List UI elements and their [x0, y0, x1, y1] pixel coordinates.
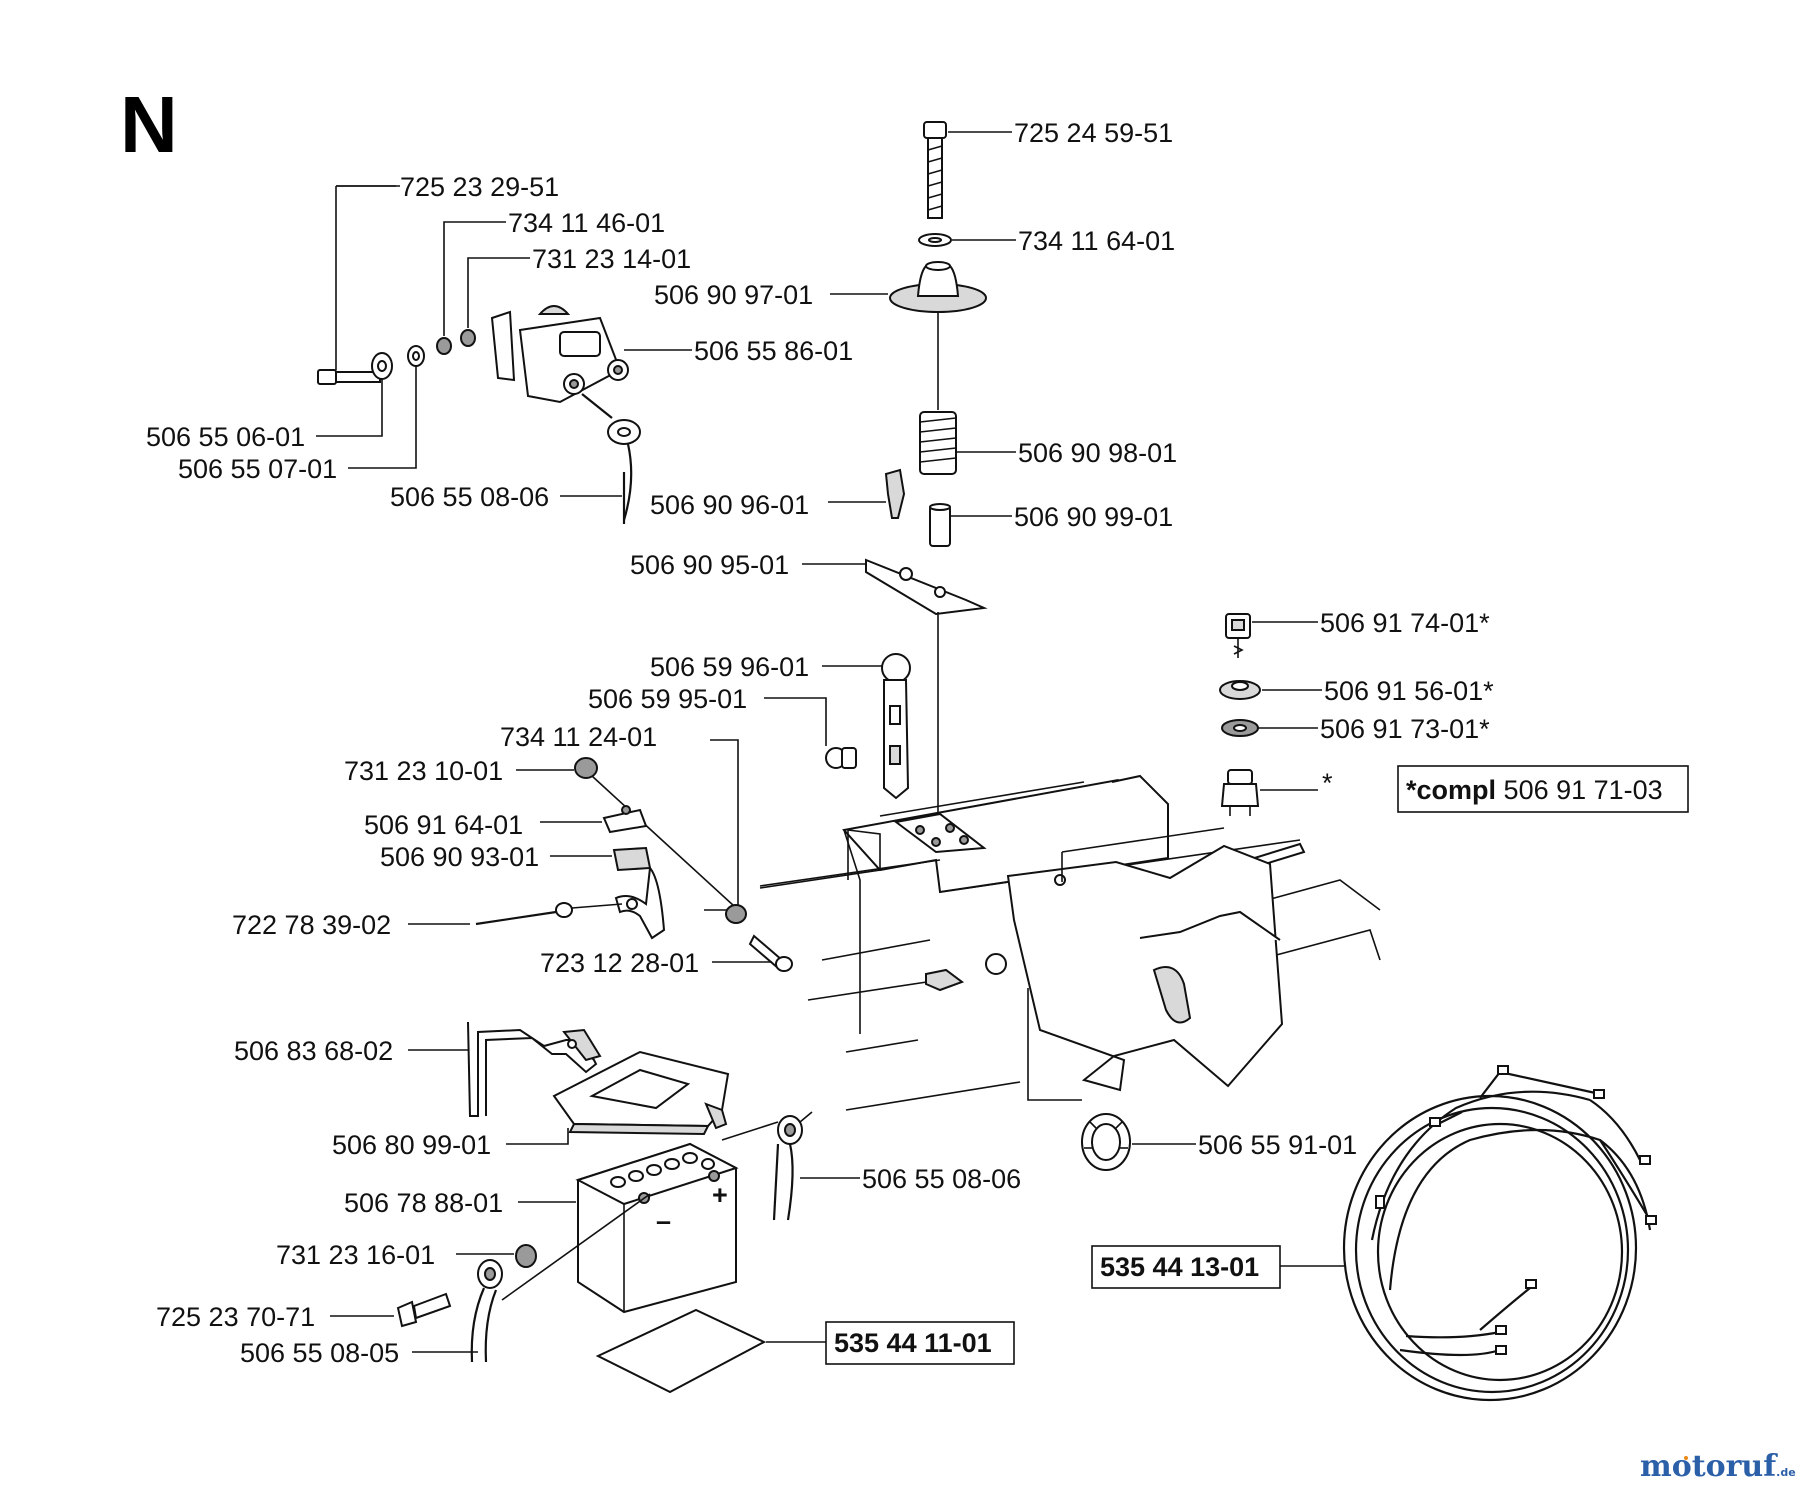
- label-506-55-08-05: 506 55 08-05: [240, 1338, 399, 1368]
- label-506-90-95-01: 506 90 95-01: [630, 550, 789, 580]
- watermark: motoruf.de: [1640, 1449, 1796, 1484]
- lever-knob: [825, 747, 857, 769]
- ignition-switch: [1220, 769, 1260, 816]
- battery: – +: [575, 1142, 739, 1314]
- battery-minus: –: [656, 1206, 671, 1236]
- label-731-23-14-01: 731 23 14-01: [532, 244, 691, 274]
- shift-boot: [889, 261, 987, 313]
- label-723-12-28-01: 723 12 28-01: [540, 948, 699, 978]
- label-725-23-29-51: 725 23 29-51: [400, 172, 559, 202]
- label-722-78-39-02: 722 78 39-02: [232, 910, 391, 940]
- shift-spring: [919, 411, 957, 475]
- label-506-55-86-01: 506 55 86-01: [694, 336, 853, 366]
- label-506-90-98-01: 506 90 98-01: [1018, 438, 1177, 468]
- battery-pad: [595, 1308, 767, 1394]
- label-506-90-93-01: 506 90 93-01: [380, 842, 539, 872]
- label-725-24-59-51: 725 24 59-51: [1014, 118, 1173, 148]
- label-535-44-11-01: 535 44 11-01: [834, 1328, 992, 1358]
- label-506-91-56-01: 506 91 56-01*: [1324, 676, 1494, 706]
- solenoid-nut-1: [436, 337, 452, 355]
- shift-bolt: [923, 121, 947, 219]
- compl-prefix: *compl: [1406, 775, 1496, 805]
- label-506-59-95-01: 506 59 95-01: [588, 684, 747, 714]
- solenoid-cable-top: [581, 393, 641, 524]
- battery-cable-plus: [721, 1111, 813, 1221]
- label-731-23-16-01: 731 23 16-01: [276, 1240, 435, 1270]
- label-506-80-99-01: 506 80 99-01: [332, 1130, 491, 1160]
- compl-box: [1397, 765, 1689, 813]
- harness-box: [1091, 1245, 1281, 1289]
- ignition-nut: [1221, 719, 1259, 737]
- compl-number: 506 91 71-03: [1504, 775, 1663, 805]
- chassis: [759, 774, 1381, 1111]
- label-506-83-68-02: 506 83 68-02: [234, 1036, 393, 1066]
- label-506-55-07-01: 506 55 07-01: [178, 454, 337, 484]
- battery-cover: [552, 1050, 730, 1136]
- solenoid-washer-2: [407, 345, 425, 367]
- watermark-suffix: .de: [1776, 1466, 1796, 1479]
- wiring-harness: [1342, 1065, 1657, 1402]
- label-506-55-08-06-top: 506 55 08-06: [390, 482, 549, 512]
- battery-bolt: [396, 1292, 452, 1328]
- shift-bushing: [929, 503, 951, 547]
- watermark-dot: [1684, 1456, 1688, 1460]
- shift-lever: [881, 653, 911, 800]
- battery-plus: +: [712, 1180, 728, 1210]
- label-506-55-08-06-bot: 506 55 08-06: [862, 1164, 1021, 1194]
- label-734-11-24-01: 734 11 24-01: [500, 722, 657, 752]
- solenoid-nut-2: [460, 329, 476, 347]
- cable-pin: [475, 902, 573, 926]
- solenoid: [490, 305, 629, 404]
- micro-switch: [602, 805, 648, 834]
- battery-nut: [515, 1244, 537, 1268]
- shift-plate: [865, 558, 988, 616]
- watermark-main: motoruf: [1640, 1449, 1778, 1484]
- dust-cap: [1081, 1113, 1131, 1171]
- label-535-44-13-01: 535 44 13-01: [1100, 1252, 1259, 1282]
- label-506-90-97-01: 506 90 97-01: [654, 280, 813, 310]
- label-506-90-96-01: 506 90 96-01: [650, 490, 809, 520]
- ignition-key: [1225, 613, 1251, 658]
- label-731-23-10-01: 731 23 10-01: [344, 756, 503, 786]
- switch-nut: [725, 904, 747, 924]
- label-506-91-64-01: 506 91 64-01: [364, 810, 523, 840]
- label-506-91-73-01: 506 91 73-01*: [1320, 714, 1490, 744]
- solenoid-bolt: [317, 369, 381, 385]
- label-506-55-06-01: 506 55 06-01: [146, 422, 305, 452]
- solenoid-washer-1: [371, 352, 393, 380]
- label-506-90-99-01: 506 90 99-01: [1014, 502, 1173, 532]
- label-734-11-46-01: 734 11 46-01: [508, 208, 665, 238]
- switch-screw: [748, 934, 793, 972]
- battery-cable-minus: [470, 1259, 503, 1363]
- shift-clip: [884, 468, 906, 519]
- switch-bracket: [612, 846, 666, 940]
- shift-washer: [918, 233, 952, 247]
- label-506-78-88-01: 506 78 88-01: [344, 1188, 503, 1218]
- ignition-cap: [1219, 680, 1261, 700]
- label-star: *: [1322, 768, 1333, 798]
- battery-pad-box: [825, 1321, 1015, 1365]
- label-506-55-91-01: 506 55 91-01: [1198, 1130, 1357, 1160]
- label-506-59-96-01: 506 59 96-01: [650, 652, 809, 682]
- lock-nut: [574, 757, 598, 779]
- label-725-23-70-71: 725 23 70-71: [156, 1302, 315, 1332]
- label-734-11-64-01: 734 11 64-01: [1018, 226, 1175, 256]
- battery-bracket: [467, 1021, 602, 1117]
- label-506-91-74-01: 506 91 74-01*: [1320, 608, 1490, 638]
- compl-label: *compl 506 91 71-03: [1406, 775, 1663, 805]
- section-letter: N: [120, 80, 178, 169]
